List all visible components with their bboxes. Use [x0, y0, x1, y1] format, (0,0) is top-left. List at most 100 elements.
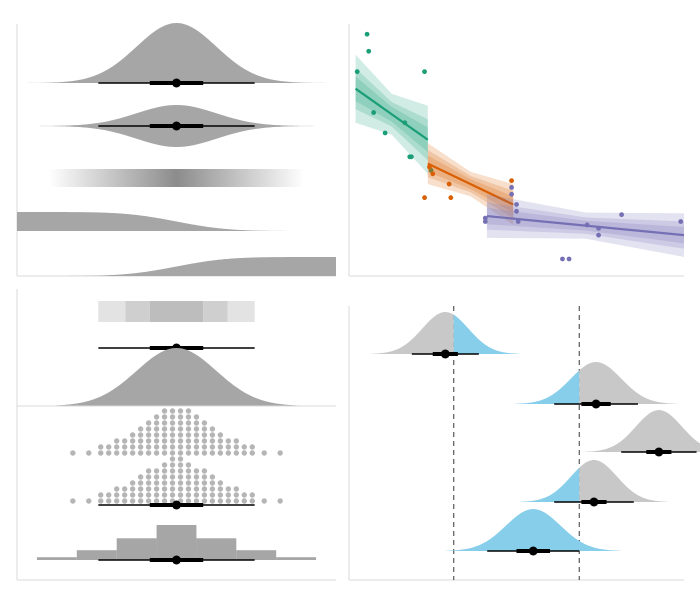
bl-row-3-dot [113, 438, 120, 444]
bl-row-3-dot [193, 414, 200, 420]
bl-row-3-dot [169, 438, 176, 444]
bl-row-3-dot [98, 444, 104, 450]
bl-row-4-dot [185, 486, 192, 492]
bl-row-3-dot [185, 438, 192, 444]
bl-row-4-dot [137, 486, 144, 492]
tr-group-2-point-3 [446, 181, 452, 187]
bl-row-4-dot [193, 468, 200, 474]
tr-group-3-point-13 [560, 256, 565, 262]
bl-row-3-dot [201, 450, 208, 456]
bl-row-4-dot [217, 486, 224, 492]
bl-row-3-dot [177, 420, 184, 426]
bl-row-3-dot [70, 450, 76, 456]
tr-group-1-point-2 [364, 31, 370, 37]
bl-row-3-dot [225, 450, 232, 456]
bl-row-4-dot [137, 498, 144, 504]
bl-row-4-dot [225, 498, 232, 504]
bl-row-4-dot [153, 486, 160, 492]
bl-row-4-dot [169, 486, 176, 492]
bl-row-4-dot [209, 486, 216, 492]
bl-row-4-dot [217, 498, 224, 504]
bl-row-4-dot [145, 492, 152, 498]
bl-row-5-bar-4 [156, 525, 197, 560]
bl-row-4-dot [201, 492, 208, 498]
bl-row-4-dot [129, 498, 136, 504]
bl-row-4-dot [225, 486, 232, 492]
bl-row-4-dot [153, 498, 160, 504]
bl-row-4-dot [233, 498, 240, 504]
bl-row-4-dot [86, 498, 92, 504]
bl-row-3-dot [201, 438, 208, 444]
bl-row-4-dot [185, 498, 192, 504]
bl-row-3-dot [145, 438, 152, 444]
br-row-2-point [591, 399, 601, 409]
bl-row-3-dot [185, 432, 192, 438]
br-row-4-slab-highlight [520, 467, 580, 502]
bl-row-4-dot [121, 492, 128, 498]
bl-row-4-dot [185, 468, 192, 474]
bl-row-4-dot [169, 456, 176, 462]
bl-row-4-dot [161, 468, 168, 474]
bl-row-3-dot [185, 426, 192, 432]
bl-row-4-dot [98, 492, 104, 498]
bl-row-3-dot [233, 450, 240, 456]
bl-row-3-dot [113, 450, 120, 456]
bl-row-4-dot [201, 474, 208, 480]
bl-row-3-dot [169, 450, 176, 456]
bl-row-3-dot [169, 414, 176, 420]
tr-group-1-fit-line [354, 87, 429, 141]
tr-group-2-fit-line [427, 162, 514, 206]
tr-group-3-point-11 [619, 212, 624, 218]
tr-group-3-point-2 [509, 191, 514, 197]
bl-row-3-dot [217, 438, 224, 444]
bl-row-3-dot [177, 426, 184, 432]
bl-row-3-dot [153, 432, 160, 438]
bl-row-3-dot [241, 450, 247, 456]
bl-row-5-bar-7 [276, 557, 317, 560]
bl-row-3-dot [193, 420, 200, 426]
bl-row-4-dot [106, 498, 112, 504]
bl-row-3-dot [121, 438, 128, 444]
bl-row-4-dot [153, 480, 160, 486]
bl-row-3-dot [249, 450, 255, 456]
bl-row-4-dot [185, 474, 192, 480]
bl-row-4-dot [161, 480, 168, 486]
tr-group-3-point-5 [515, 219, 521, 224]
bl-row-3-dot [137, 432, 144, 438]
bl-row-3-dot [193, 432, 200, 438]
bl-row-5-bar-1 [36, 557, 77, 560]
bl-row-4-dot [161, 492, 168, 498]
bl-row-3-dot [201, 420, 208, 426]
bl-row-3-dot [153, 444, 160, 450]
bl-row-3-dot [161, 420, 168, 426]
tr-group-2-point-5 [509, 178, 514, 184]
bl-row-4-dot [193, 474, 200, 480]
panel-bottom-right [348, 306, 700, 581]
tl-row-3-gradient [48, 169, 305, 187]
bl-row-4-dot [129, 480, 136, 486]
bl-row-4-dot [225, 492, 232, 498]
bl-row-3-dot [161, 450, 168, 456]
bl-row-4-dot [209, 498, 216, 504]
bl-row-4-dot [153, 468, 160, 474]
tr-group-1-point-9 [409, 154, 414, 160]
bl-row-4-dot [145, 498, 152, 504]
panel-top-right [348, 24, 685, 277]
bl-row-3-dot [185, 414, 192, 420]
bl-row-4-dot [145, 474, 152, 480]
bl-row-4-dot [241, 492, 247, 498]
bl-row-4-dot [169, 480, 176, 486]
bl-row-3-dot [185, 450, 192, 456]
bl-row-3-dot [177, 450, 184, 456]
br-row-5-point [528, 546, 538, 556]
tl-row-5-cdf [17, 257, 336, 276]
bl-row-3-dot [185, 408, 192, 414]
bl-row-5-bar-5 [196, 538, 237, 560]
tr-group-2-point-4 [448, 195, 454, 201]
tr-group-3-point-3 [514, 202, 519, 207]
bl-row-3-dot [193, 444, 200, 450]
bl-row-3-dot [193, 438, 200, 444]
bl-row-3-dot [209, 450, 216, 456]
bl-row-4-dot [185, 492, 192, 498]
